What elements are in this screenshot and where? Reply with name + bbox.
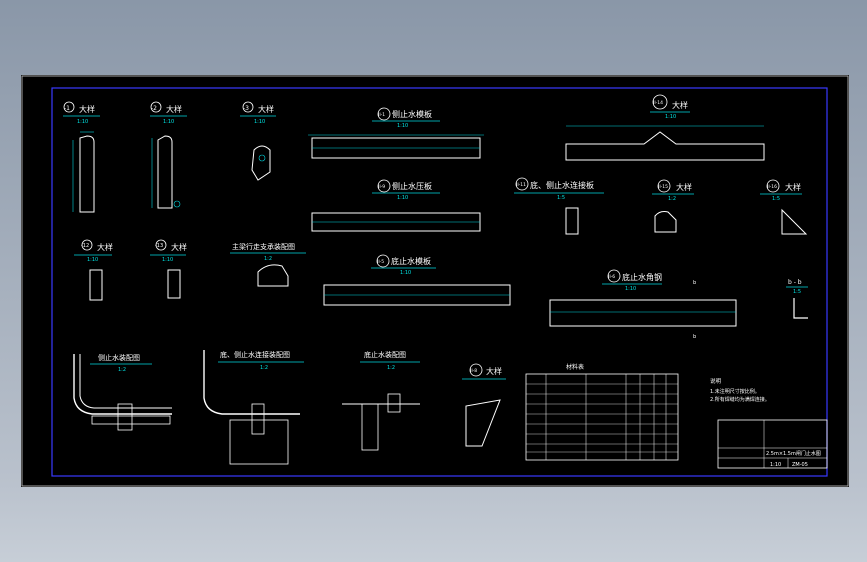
bottom-seal-title: 底止水装配图 — [364, 350, 406, 359]
detail-16-scale: 1:5 — [772, 196, 780, 202]
section-bb-scale: 1:5 — [793, 289, 801, 295]
detail-12-view: -12 大样 1:10 — [74, 239, 113, 301]
beam-side-seal-template: II-1 侧止水模板 1:10 — [308, 107, 484, 159]
detail-11-scale: 1:5 — [557, 195, 565, 201]
notes-block: 说明 1.未注明尺寸按比例。 2.所有焊缝均为满焊连接。 — [710, 377, 770, 403]
bottom-seal-scale: 1:2 — [387, 365, 395, 371]
detail-13-heading: 大样 — [171, 242, 187, 252]
detail-2-view: -2 大样 1:10 — [150, 101, 187, 209]
sheet-border-outer — [21, 75, 849, 487]
detail-8-tag: II-8 — [470, 368, 477, 374]
beam-low-tag: II-5 — [377, 259, 384, 265]
side-seal-assembly: 侧止水装配图 1:2 — [73, 353, 172, 431]
beam-mid-scale: 1:10 — [397, 195, 408, 201]
detail-16-view: II-16 大样 1:5 — [760, 179, 808, 235]
detail-11-view: II-11 底、侧止水连接板 1:5 — [514, 177, 604, 235]
main-frame-support-view: 主梁行走支承装配图 1:2 — [230, 242, 306, 287]
beam-bottom-angle: II-6 底止水角钢 1:10 b b — [549, 269, 737, 340]
bottom-seal-assembly: 底止水装配图 1:2 — [342, 350, 420, 451]
detail-2-heading: 大样 — [166, 104, 182, 114]
detail-12-scale: 1:10 — [87, 257, 98, 263]
detail-14-tag: II-14 — [653, 100, 663, 106]
detail-3-view: -3 大样 1:10 — [240, 101, 276, 181]
bottom-side-assembly: 底、侧止水连接装配图 1:2 — [203, 350, 304, 465]
detail-13-scale: 1:10 — [162, 257, 173, 263]
detail-15-tag: II-15 — [658, 184, 668, 190]
detail-8-view: II-8 大样 — [462, 363, 506, 447]
side-seal-scale: 1:2 — [118, 367, 126, 373]
title-block-number: ZM-05 — [792, 462, 808, 468]
bom-title: 材料表 — [566, 363, 584, 371]
beam-side-seal-press: II-9 侧止水压板 1:10 — [311, 179, 481, 232]
detail-12-tag: -12 — [81, 243, 89, 249]
main-frame-title: 主梁行走支承装配图 — [232, 242, 295, 251]
note-1: 1.未注明尺寸按比例。 — [710, 388, 760, 395]
detail-15-heading: 大样 — [676, 182, 692, 192]
beam-angle-title: 底止水角钢 — [622, 272, 662, 282]
beam-angle-tag: II-6 — [608, 274, 615, 280]
bottom-side-title: 底、侧止水连接装配图 — [220, 350, 290, 359]
beam-angle-scale: 1:10 — [625, 286, 636, 292]
section-bb-view: b - b 1:5 — [786, 279, 808, 319]
detail-3-heading: 大样 — [258, 104, 274, 114]
beam-top-scale: 1:10 — [397, 123, 408, 129]
drawing-area[interactable] — [21, 75, 849, 487]
section-bb-label: b - b — [788, 279, 802, 286]
beam-low-title: 底止水模板 — [391, 256, 431, 266]
beam-top-title: 侧止水模板 — [392, 109, 432, 119]
detail-2-tag: -2 — [151, 105, 157, 112]
detail-11-title: 底、侧止水连接板 — [530, 180, 594, 190]
section-mark-bottom: b — [693, 334, 696, 340]
detail-15-scale: 1:2 — [668, 196, 676, 202]
beam-top-tag: II-1 — [378, 112, 385, 118]
detail-8-heading: 大样 — [486, 366, 502, 376]
beam-mid-tag: II-9 — [378, 184, 385, 190]
detail-1-scale: 1:10 — [77, 119, 88, 125]
note-2: 2.所有焊缝均为满焊连接。 — [710, 396, 770, 403]
bottom-side-scale: 1:2 — [260, 365, 268, 371]
detail-12-heading: 大样 — [97, 242, 113, 252]
beam-mid-title: 侧止水压板 — [392, 181, 432, 191]
bom-table: 材料表 — [525, 363, 679, 461]
title-block-drawing-name: 2.5m×1.5m闸门止水图 — [766, 450, 821, 457]
detail-16-tag: II-16 — [767, 184, 777, 190]
detail-1-view: -1 大样 1:10 — [63, 101, 100, 213]
detail-14-scale: 1:10 — [665, 114, 676, 120]
detail-14-heading: 大样 — [672, 100, 688, 110]
notes-title: 说明 — [710, 377, 722, 385]
detail-1-heading: 大样 — [79, 104, 95, 114]
detail-1-tag: -1 — [64, 105, 70, 112]
section-mark-top: b — [693, 280, 696, 286]
detail-13-view: -13 大样 1:10 — [150, 239, 187, 299]
detail-15-view: II-15 大样 1:2 — [652, 179, 694, 233]
detail-16-heading: 大样 — [785, 182, 801, 192]
detail-13-tag: -13 — [155, 243, 163, 249]
detail-11-tag: II-11 — [516, 182, 526, 188]
title-block-scale: 1:10 — [770, 462, 781, 468]
beam-low-scale: 1:10 — [400, 270, 411, 276]
detail-3-tag: -3 — [243, 105, 249, 112]
detail-14-view: II-14 大样 1:10 — [565, 94, 765, 161]
sheet-border-inner — [51, 87, 828, 477]
beam-bottom-seal-template: II-5 底止水模板 1:10 — [323, 254, 511, 306]
main-frame-scale: 1:2 — [264, 256, 272, 262]
detail-2-scale: 1:10 — [163, 119, 174, 125]
detail-3-scale: 1:10 — [254, 119, 265, 125]
title-block: 2.5m×1.5m闸门止水图 1:10 ZM-05 — [717, 419, 828, 469]
side-seal-title: 侧止水装配图 — [98, 353, 140, 362]
